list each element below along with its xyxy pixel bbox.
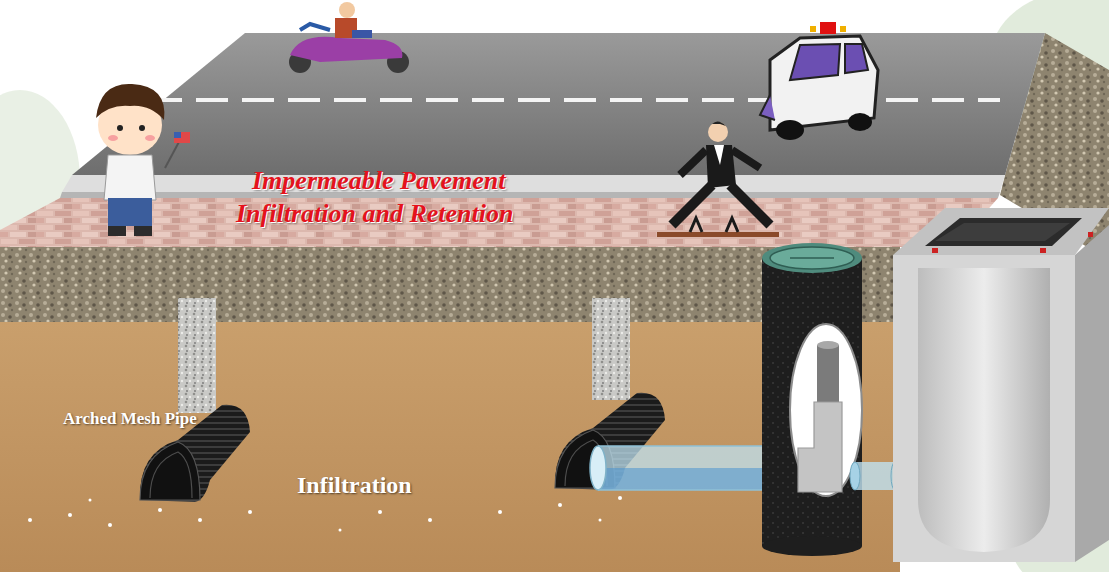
motorcycle-part (339, 2, 355, 18)
part-label: Arched Mesh Pipe (63, 409, 197, 429)
motorcycle (289, 2, 409, 73)
u-channel-part (935, 223, 1070, 241)
manhole-part (790, 257, 834, 259)
kid-figure-part (96, 84, 164, 120)
u-channel-part (932, 248, 938, 253)
heading-label: Impermeable Pavement (252, 166, 505, 196)
motorcycle-part (300, 24, 330, 30)
kid-figure-part (108, 226, 126, 236)
u-channel-part (1088, 232, 1093, 237)
running-man-part (732, 150, 760, 168)
u-channel-part (1075, 225, 1109, 562)
soil-layer-part (498, 510, 502, 514)
stone-column-part (592, 298, 630, 400)
motorcycle-part (352, 30, 372, 38)
police-car-part (770, 36, 878, 130)
manhole-part (762, 243, 862, 273)
u-channel (893, 208, 1109, 562)
motorcycle-part (290, 37, 402, 62)
police-car-part (820, 22, 836, 34)
kid-figure-part (134, 226, 152, 236)
arched-mesh-pipe-part (140, 442, 200, 500)
u-channel-part (893, 208, 1109, 255)
police-car-part (845, 44, 868, 73)
soil-layer-part (68, 513, 72, 517)
running-man-part (708, 122, 728, 142)
road-part (72, 33, 1045, 175)
kid-figure-part (174, 132, 190, 143)
manhole-part (817, 341, 839, 349)
kid-figure-part (104, 155, 156, 200)
kid-figure-part (108, 198, 152, 226)
soil-layer-part (248, 510, 252, 514)
police-car-part (776, 120, 804, 140)
police-car-part (848, 113, 872, 131)
soil-layer-part (599, 519, 602, 522)
running-man-part (730, 185, 770, 225)
running-man-part (672, 185, 712, 225)
heading-label: Infiltration and Retention (236, 199, 513, 229)
kid-figure-part (108, 135, 118, 141)
inlet-pipe-part (590, 446, 606, 490)
running-man-part (680, 150, 706, 175)
manhole-part (762, 536, 862, 556)
police-car-part (760, 95, 775, 120)
soil-layer-part (28, 518, 32, 522)
u-channel-part (918, 268, 1050, 552)
police-car-part (790, 44, 840, 80)
kid-figure-part (174, 132, 181, 138)
soil-layer-part (198, 518, 202, 522)
kid-figure-part (139, 125, 145, 131)
manhole-part (798, 402, 842, 492)
kid-figure (96, 84, 190, 236)
manhole (762, 243, 862, 556)
running-man-part (690, 218, 738, 232)
soil-layer-part (428, 518, 432, 522)
stone-column-part (178, 298, 216, 413)
curb (60, 175, 1005, 198)
u-channel-part (925, 218, 1082, 246)
soil-layer-part (618, 496, 622, 500)
police-car (760, 22, 878, 140)
outlet-pipe-part (850, 462, 860, 490)
soil-layer-part (378, 510, 382, 514)
running-man (657, 121, 779, 237)
u-channel-part (1040, 248, 1046, 253)
curb-part (62, 175, 1005, 192)
arched-mesh-pipe-part (150, 452, 192, 498)
running-man-part (657, 232, 779, 237)
kid-figure-part (117, 125, 123, 131)
manhole-part (790, 324, 862, 496)
sidewalk-pavers (0, 198, 998, 247)
running-man-part (712, 121, 726, 126)
manhole-part (770, 247, 854, 269)
curb-part (60, 192, 1000, 198)
kid-figure-part (165, 140, 180, 168)
soil-layer-part (339, 529, 342, 532)
manhole-part (762, 258, 862, 546)
soil-layer-part (108, 523, 112, 527)
road (72, 33, 1045, 175)
soil-layer-part (158, 508, 162, 512)
stone-column (178, 298, 630, 413)
police-car-part (840, 26, 846, 32)
sidewalk-pavers-part (0, 198, 998, 247)
soil-layer-part (89, 499, 92, 502)
running-man-part (714, 145, 724, 165)
process-label: Infiltration (297, 472, 412, 499)
manhole-part (817, 345, 839, 405)
kid-figure-part (145, 135, 155, 141)
u-channel-part (893, 255, 1075, 562)
police-car-part (810, 26, 816, 32)
soil-layer-part (558, 503, 562, 507)
